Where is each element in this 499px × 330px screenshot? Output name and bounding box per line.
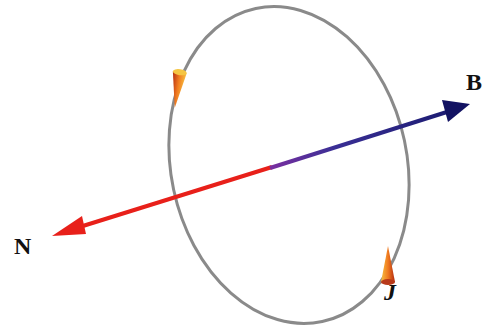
direction-cone [168,68,187,109]
b-arrowhead [442,100,470,122]
n-arrowhead [52,216,86,236]
vector-label: N [14,234,31,258]
vector-label: J [384,280,396,304]
n-axis [70,167,272,230]
vector-label: B [466,70,482,94]
precession-ring [140,0,437,330]
b-axis [270,111,450,168]
